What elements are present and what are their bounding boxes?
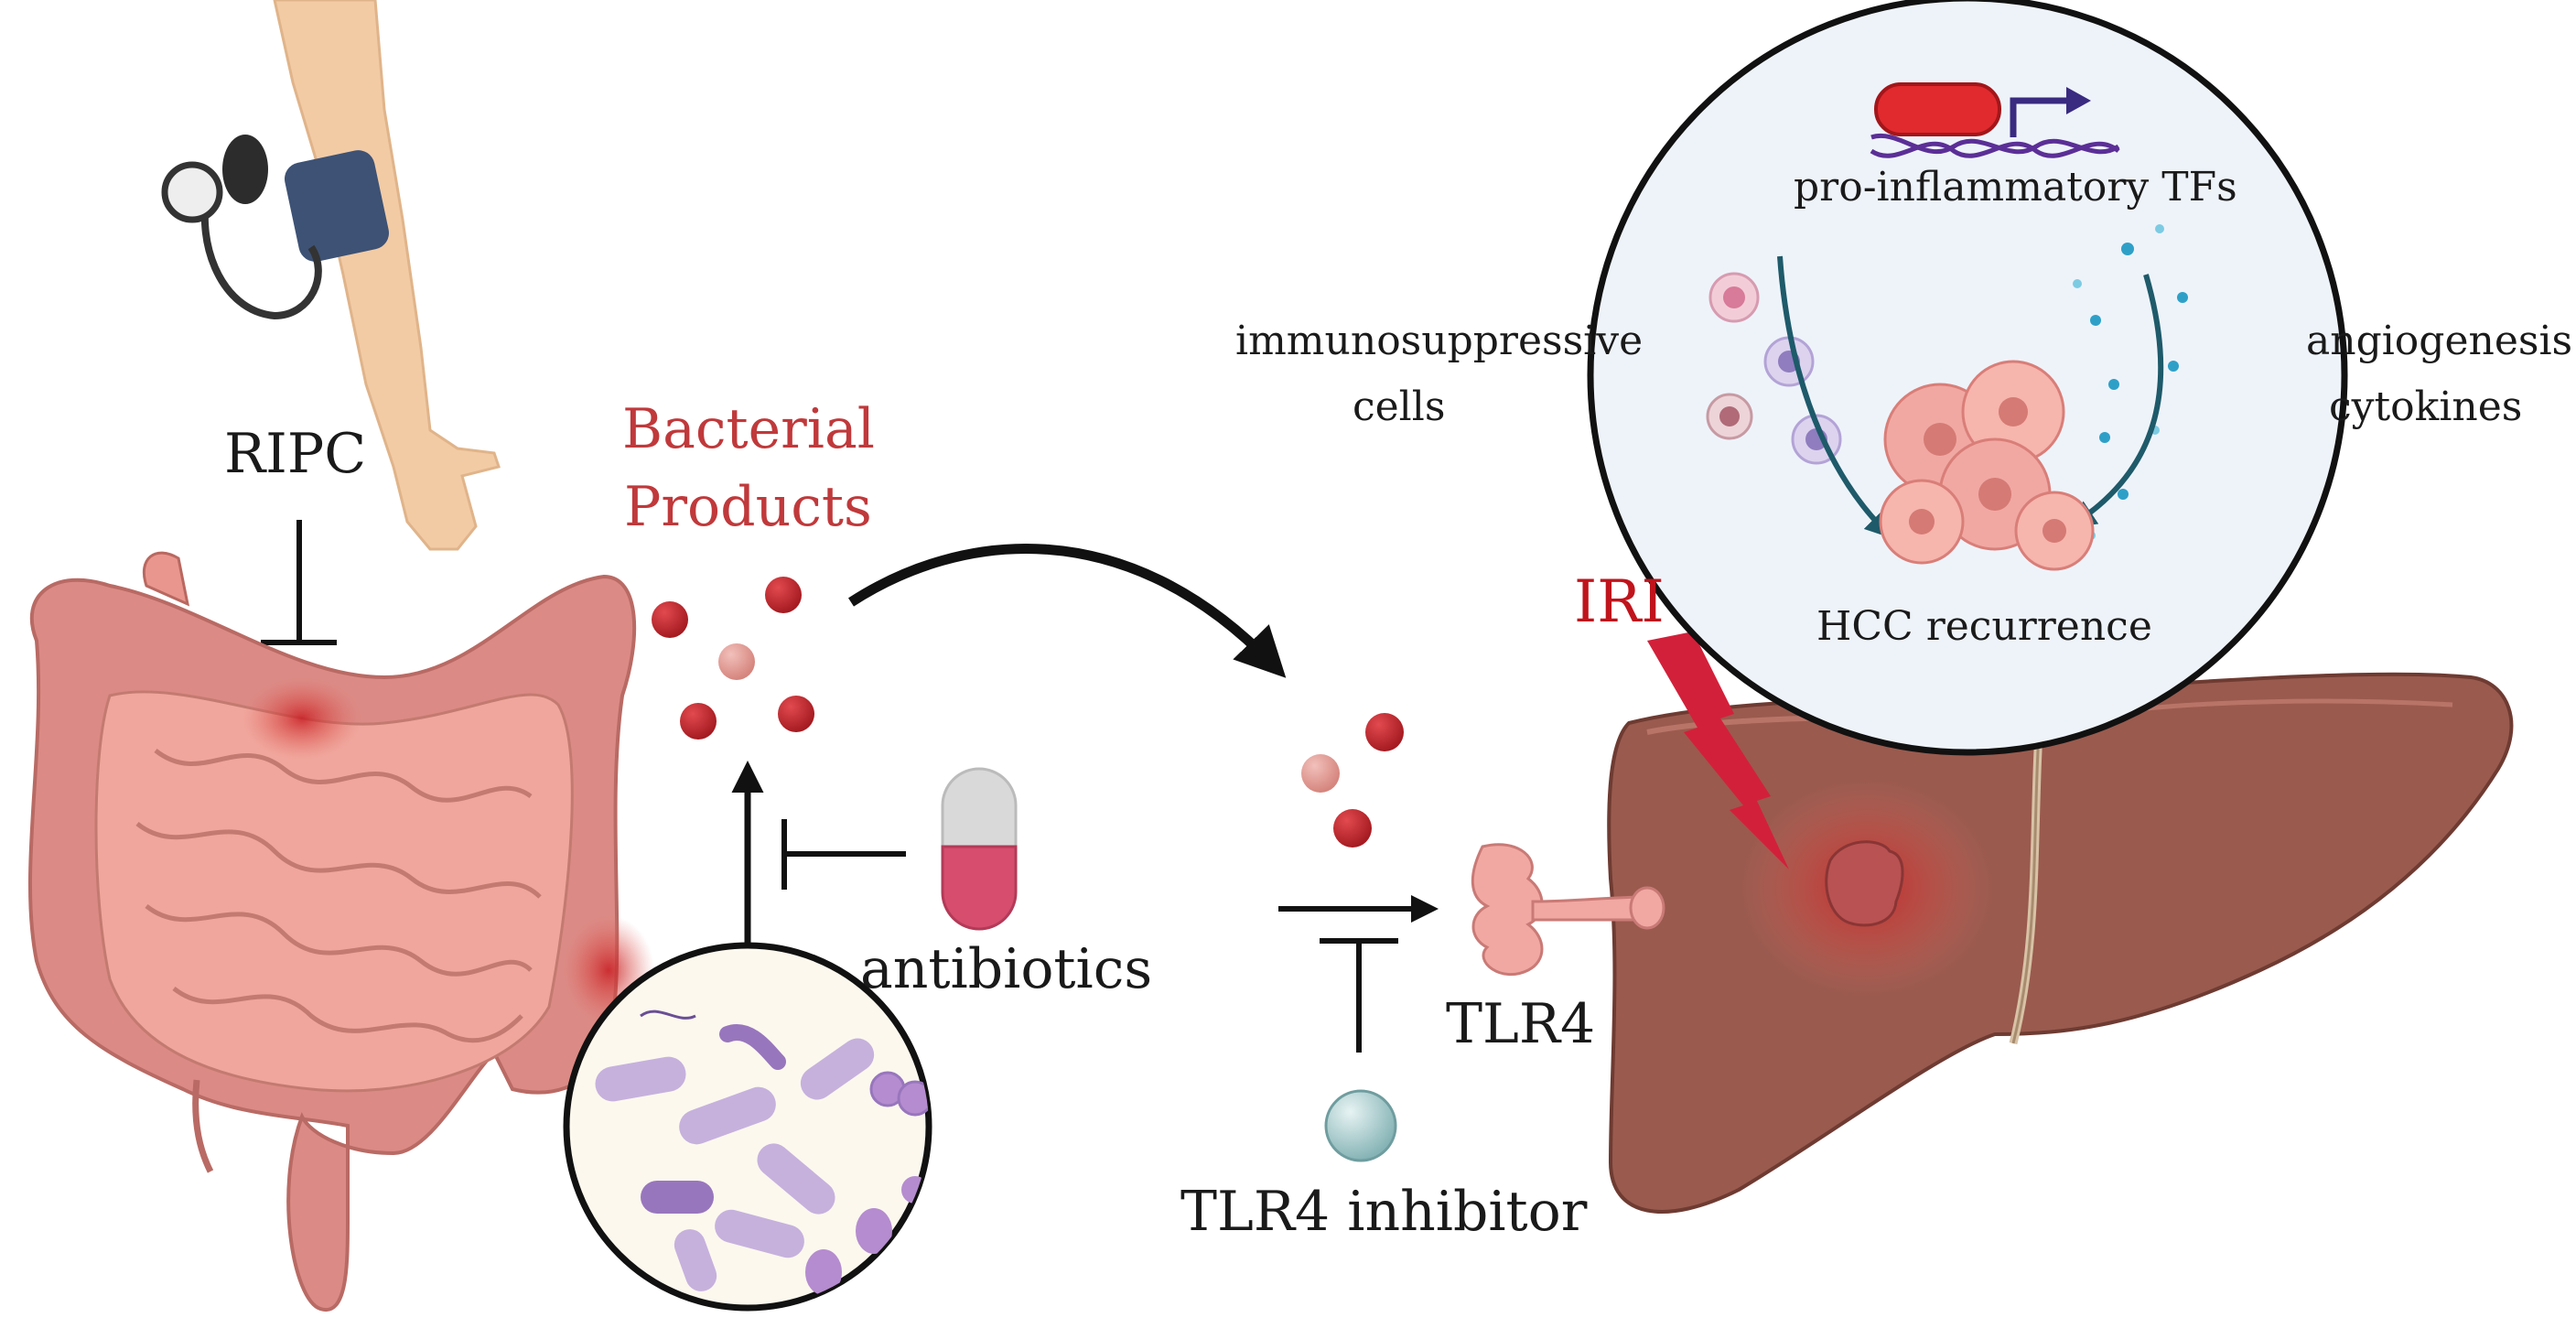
antibiotic-capsule-icon — [941, 767, 1018, 931]
angiogenesis-label-line1: angiogenesis — [2306, 318, 2573, 364]
cell-recruitment-arrow — [1777, 255, 1893, 539]
antibiotics-label: antibiotics — [860, 937, 1153, 1001]
particle — [652, 601, 688, 638]
tlr4-label: TLR4 — [1446, 992, 1596, 1056]
blood-pressure-cuff-icon — [285, 150, 389, 262]
tlr4-inhibitor-molecule — [1324, 1089, 1397, 1162]
circulating-particles — [1301, 713, 1404, 848]
immunosuppressive-label-line1: immunosuppressive — [1235, 318, 1644, 364]
ripc-label: RIPC — [224, 422, 367, 486]
particle — [778, 696, 814, 732]
tlr4-receptor-icon — [1471, 843, 1665, 977]
tlr4-inhibition — [1320, 938, 1398, 1053]
particle — [1365, 713, 1404, 751]
angiogenesis-label-line2: cytokines — [2329, 383, 2523, 430]
particle — [718, 643, 755, 680]
ripc-inhibition — [261, 520, 337, 645]
cytokine-arrow — [2068, 274, 2164, 528]
gauge-icon — [161, 161, 223, 223]
dna-transcription-icon — [1870, 82, 2120, 158]
liver-icon — [1607, 672, 2514, 1214]
immunosuppressive-label-line2: cells — [1353, 383, 1446, 430]
immunosuppressive-cells-icon — [1706, 272, 1842, 465]
bacterial-products-label-line2: Products — [624, 475, 872, 539]
liver-tumor — [1825, 840, 1904, 927]
hcc-recurrence-label: HCC recurrence — [1816, 603, 2152, 650]
translocation-arrow — [848, 544, 1287, 678]
bacterial-products-particles — [652, 577, 814, 740]
particle — [680, 703, 717, 740]
antibiotics-inhibition — [781, 819, 906, 890]
tumor-cluster-icon — [1879, 360, 2095, 571]
tlr4-inhibitor-label: TLR4 inhibitor — [1180, 1180, 1588, 1244]
gut-bacteria-icon — [563, 942, 932, 1312]
hcc-inset — [1587, 0, 2348, 756]
pro-inflammatory-tfs-label: pro-inflammatory TFs — [1794, 164, 2237, 211]
particle — [765, 577, 802, 613]
inflammation-spot-colon — [243, 677, 361, 760]
iri-label: IRI — [1574, 568, 1665, 636]
particle — [1333, 809, 1372, 848]
arm-with-cuff — [161, 0, 501, 551]
lightning-bolt-icon — [1647, 632, 1789, 869]
intestine-icon — [27, 551, 654, 1312]
bacterial-products-label-line1: Bacterial — [622, 397, 875, 461]
particle — [1301, 754, 1340, 793]
